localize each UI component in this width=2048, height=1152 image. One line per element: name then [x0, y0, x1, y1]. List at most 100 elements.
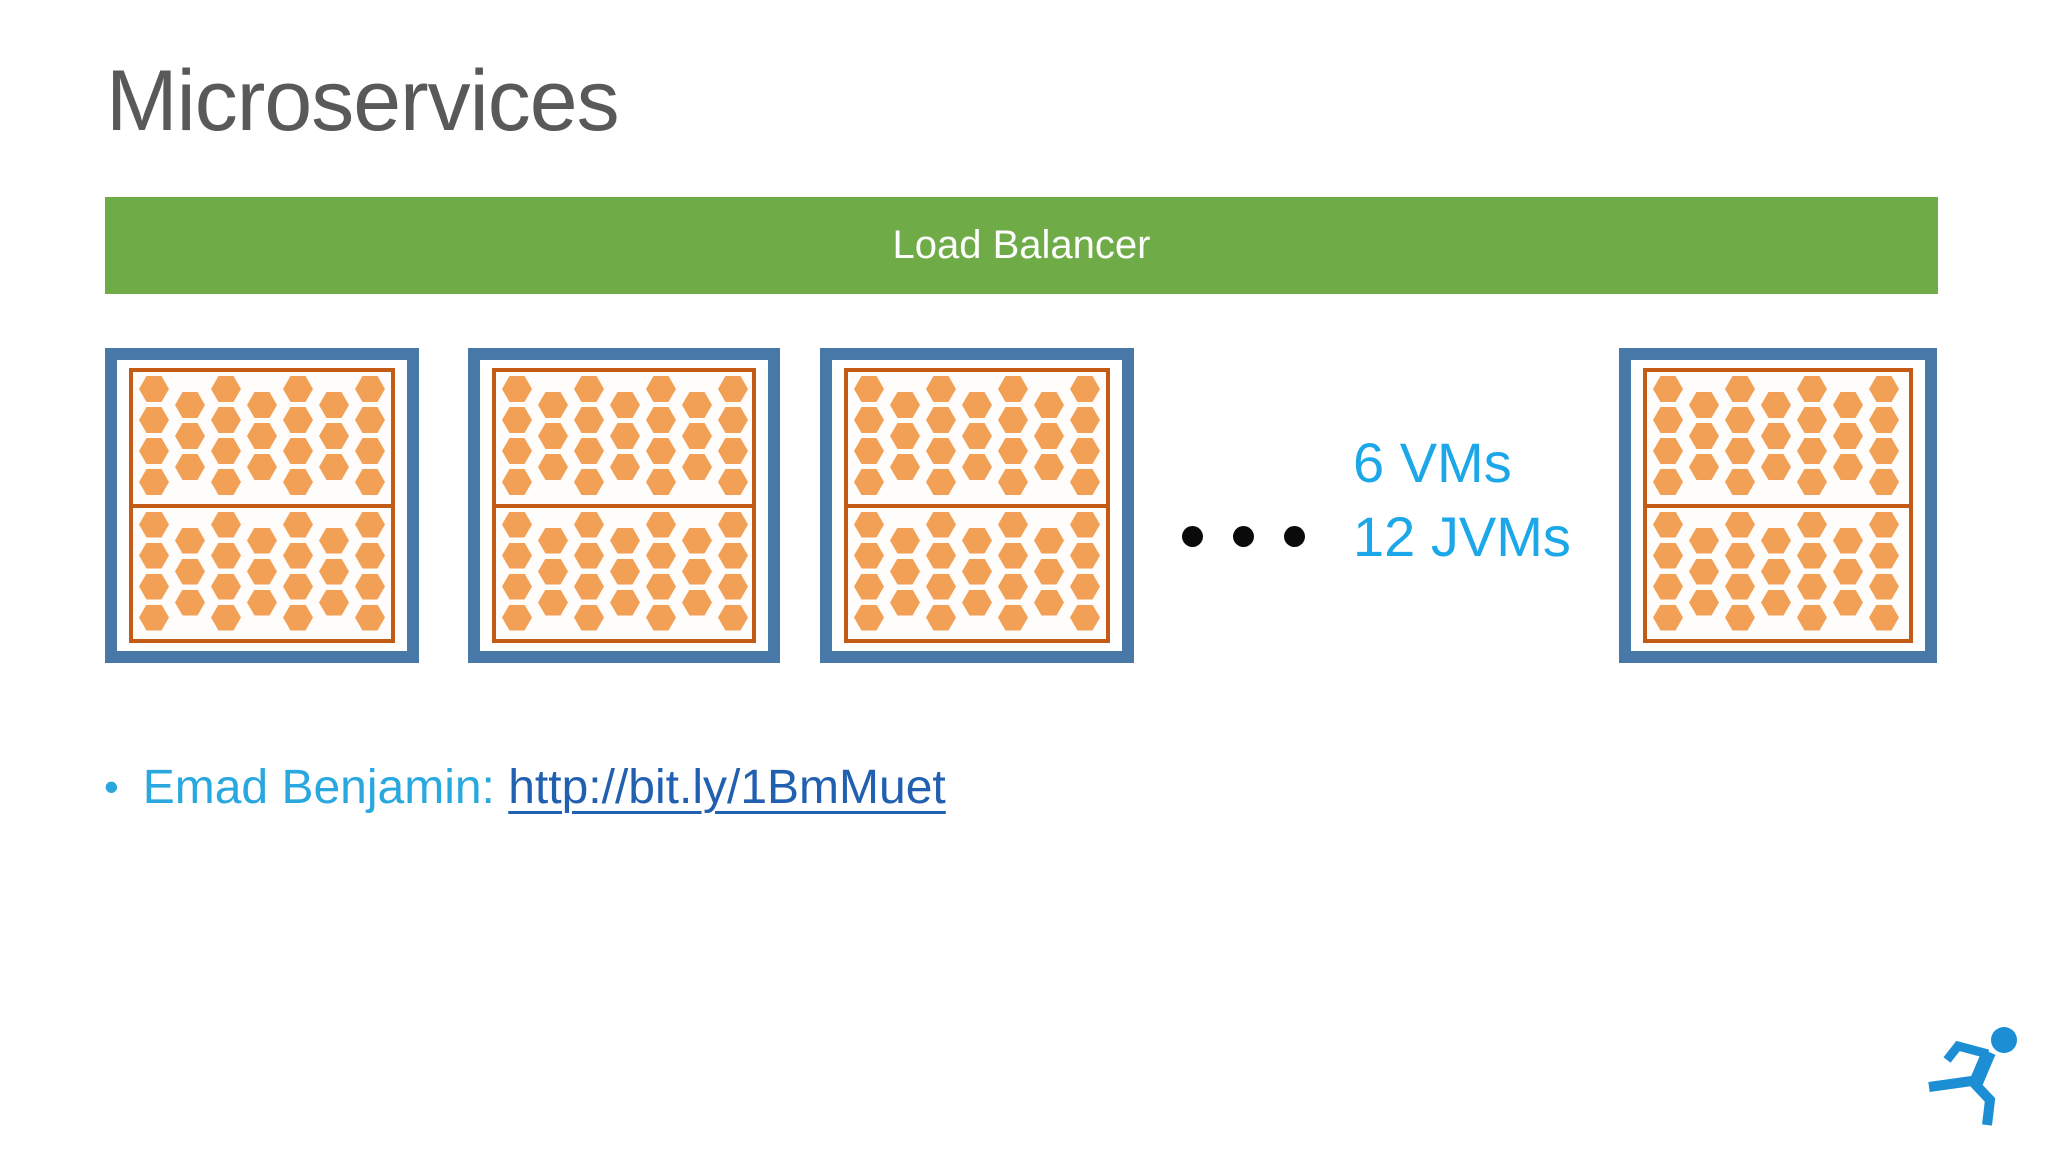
app-hexagon-icon — [646, 511, 676, 538]
app-hexagon-icon — [1869, 573, 1899, 600]
app-hexagon-icon — [646, 438, 676, 464]
app-hexagon-icon — [538, 558, 568, 585]
app-hexagon-icon — [610, 454, 640, 480]
app-hexagon-icon — [1725, 573, 1755, 600]
app-hexagon-icon — [718, 407, 748, 433]
app-hexagon-icon — [574, 469, 604, 495]
app-hexagon-icon — [926, 573, 956, 600]
app-hexagon-icon — [283, 542, 313, 569]
app-hexagon-icon — [1869, 438, 1899, 464]
app-hexagon-icon — [139, 376, 169, 402]
app-hexagon-icon — [1070, 573, 1100, 600]
app-hexagon-icon — [1653, 438, 1683, 464]
app-hexagon-icon — [319, 423, 349, 449]
app-hexagon-icon — [211, 469, 241, 495]
app-hexagon-icon — [175, 527, 205, 554]
ellipsis-dot — [1284, 526, 1305, 547]
app-hexagon-icon — [1833, 454, 1863, 480]
app-hexagon-icon — [1653, 573, 1683, 600]
jvm-box — [496, 372, 752, 504]
app-hexagon-icon — [682, 454, 712, 480]
app-hexagon-icon — [1689, 454, 1719, 480]
app-hexagon-icon — [355, 573, 385, 600]
app-hexagon-icon — [1797, 511, 1827, 538]
app-hexagon-icon — [1653, 511, 1683, 538]
app-hexagon-icon — [998, 542, 1028, 569]
app-hexagon-icon — [998, 469, 1028, 495]
app-hexagon-icon — [998, 573, 1028, 600]
app-hexagon-icon — [1653, 407, 1683, 433]
app-hexagon-icon — [247, 558, 277, 585]
app-hexagon-icon — [998, 511, 1028, 538]
app-hexagon-icon — [283, 438, 313, 464]
app-hexagon-icon — [1833, 392, 1863, 418]
app-hexagon-icon — [355, 469, 385, 495]
app-hexagon-icon — [962, 527, 992, 554]
app-hexagon-icon — [502, 542, 532, 569]
app-hexagon-icon — [718, 573, 748, 600]
app-hexagon-icon — [319, 527, 349, 554]
app-hexagon-icon — [854, 438, 884, 464]
app-hexagon-icon — [1653, 542, 1683, 569]
app-hexagon-icon — [211, 542, 241, 569]
ellipsis-dot — [1182, 526, 1203, 547]
app-hexagon-icon — [211, 511, 241, 538]
app-hexagon-icon — [1725, 469, 1755, 495]
app-hexagon-icon — [646, 604, 676, 631]
slide-title: Microservices — [106, 53, 620, 149]
app-hexagon-icon — [283, 376, 313, 402]
app-hexagon-icon — [610, 527, 640, 554]
app-hexagon-icon — [718, 542, 748, 569]
app-hexagon-icon — [502, 604, 532, 631]
app-hexagon-icon — [139, 573, 169, 600]
app-hexagon-icon — [1833, 423, 1863, 449]
jvm-box — [133, 503, 391, 640]
app-hexagon-icon — [646, 376, 676, 402]
app-hexagon-icon — [574, 604, 604, 631]
app-hexagon-icon — [1869, 511, 1899, 538]
app-hexagon-icon — [854, 511, 884, 538]
app-hexagon-icon — [890, 589, 920, 616]
app-hexagon-icon — [1869, 407, 1899, 433]
app-hexagon-icon — [1653, 604, 1683, 631]
app-hexagon-icon — [574, 511, 604, 538]
app-hexagon-icon — [718, 604, 748, 631]
app-hexagon-icon — [890, 454, 920, 480]
app-hexagon-icon — [1034, 423, 1064, 449]
bitly-link[interactable]: http://bit.ly/1BmMuet — [508, 761, 946, 814]
app-hexagon-icon — [1725, 542, 1755, 569]
app-hexagon-icon — [718, 376, 748, 402]
app-hexagon-icon — [962, 454, 992, 480]
app-hexagon-icon — [646, 542, 676, 569]
app-hexagon-icon — [502, 376, 532, 402]
app-hexagon-icon — [854, 469, 884, 495]
app-hexagon-icon — [646, 573, 676, 600]
app-hexagon-icon — [139, 604, 169, 631]
app-hexagon-icon — [283, 469, 313, 495]
app-hexagon-icon — [502, 573, 532, 600]
app-hexagon-icon — [1869, 376, 1899, 402]
app-hexagon-icon — [538, 454, 568, 480]
app-hexagon-icon — [1761, 527, 1791, 554]
app-hexagon-icon — [962, 589, 992, 616]
app-hexagon-icon — [962, 558, 992, 585]
app-hexagon-icon — [319, 454, 349, 480]
app-hexagon-icon — [1797, 542, 1827, 569]
jvm-box — [1647, 372, 1909, 504]
app-hexagon-icon — [1833, 589, 1863, 616]
app-hexagon-icon — [1034, 392, 1064, 418]
app-hexagon-icon — [175, 558, 205, 585]
app-hexagon-icon — [1869, 542, 1899, 569]
app-hexagon-icon — [926, 469, 956, 495]
app-hexagon-icon — [355, 511, 385, 538]
app-hexagon-icon — [1070, 542, 1100, 569]
app-hexagon-icon — [139, 438, 169, 464]
app-hexagon-icon — [718, 469, 748, 495]
app-hexagon-icon — [646, 469, 676, 495]
app-hexagon-icon — [139, 407, 169, 433]
vm-box — [1619, 348, 1937, 663]
app-hexagon-icon — [319, 558, 349, 585]
app-hexagon-icon — [854, 407, 884, 433]
app-hexagon-icon — [1689, 423, 1719, 449]
app-hexagon-icon — [502, 469, 532, 495]
